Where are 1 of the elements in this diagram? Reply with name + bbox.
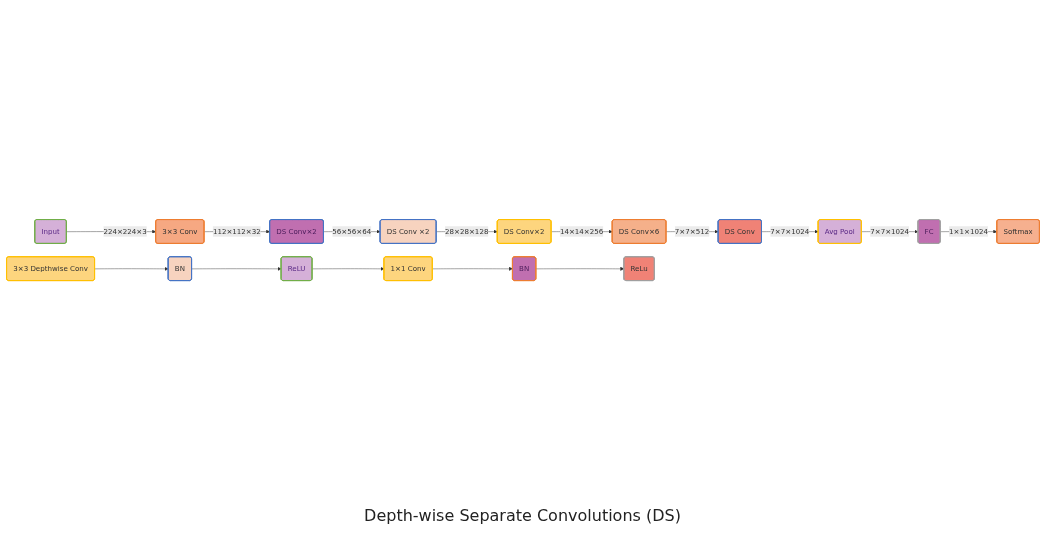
group-caption: Depth-wise Separate Convolutions (DS) xyxy=(364,506,681,525)
